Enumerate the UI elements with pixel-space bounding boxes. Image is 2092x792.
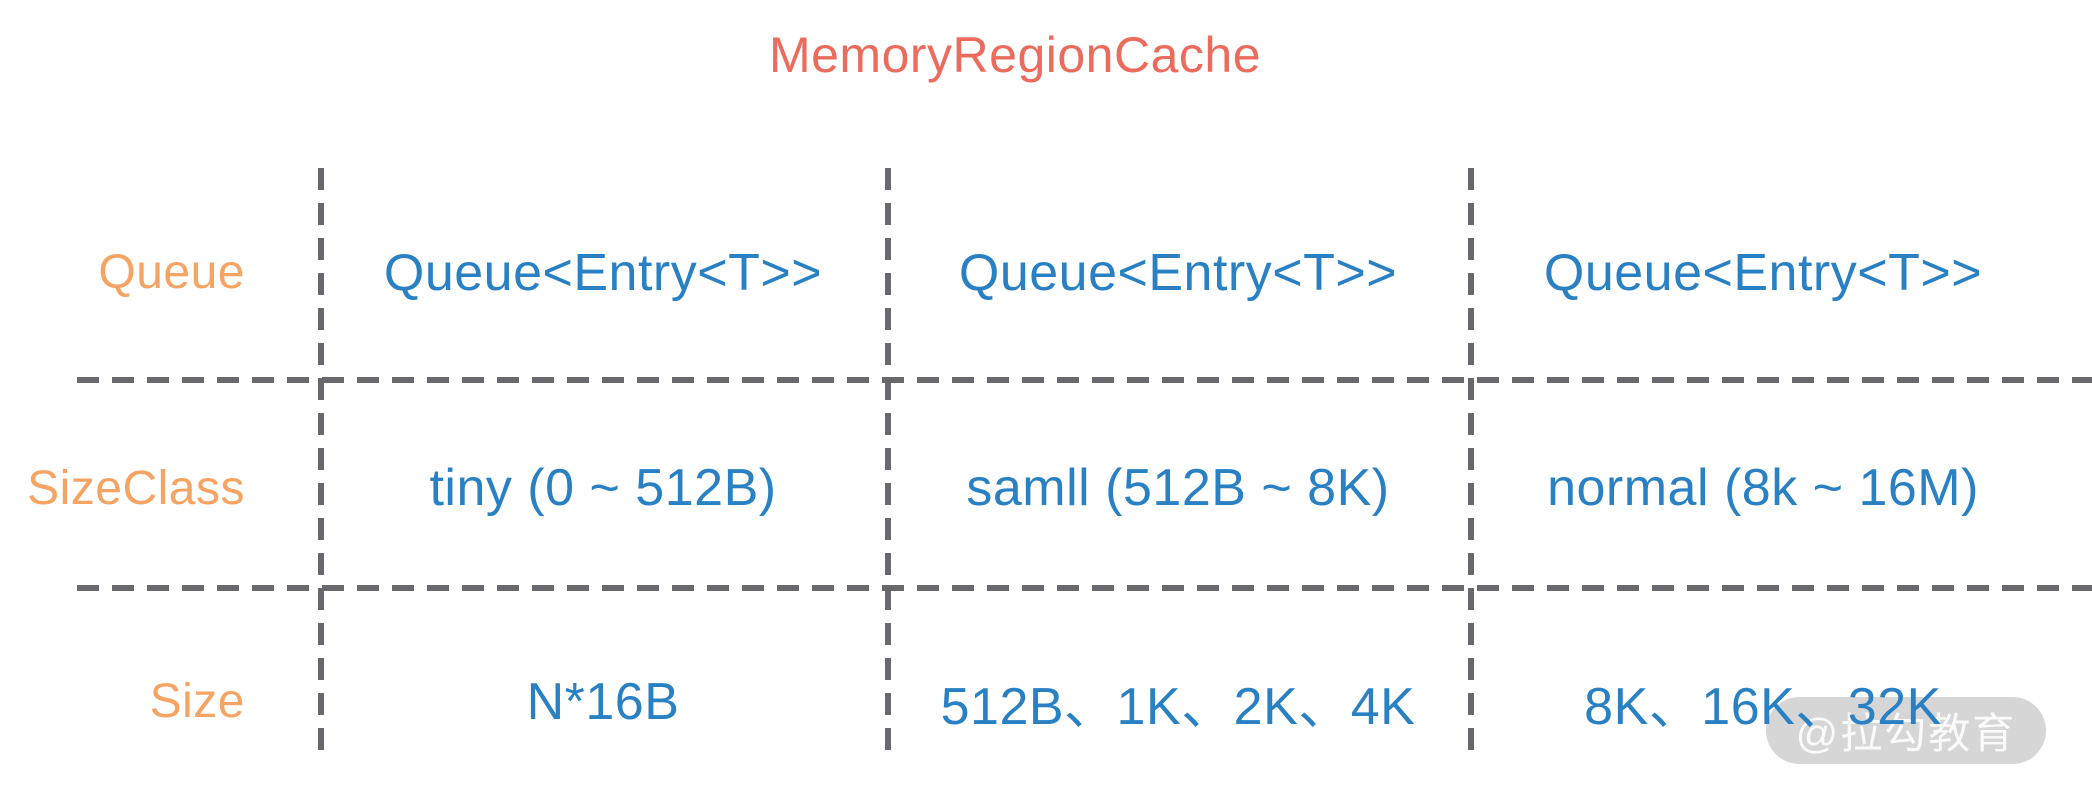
table-cell-queue-tiny: Queue<Entry<T>> <box>383 243 823 302</box>
vertical-dashed-divider-3 <box>1468 168 1474 762</box>
vertical-dashed-divider-1 <box>318 168 324 762</box>
table-cell-queue-small: Queue<Entry<T>> <box>958 243 1398 302</box>
horizontal-dashed-divider-1 <box>77 377 2092 383</box>
row-label-queue: Queue <box>98 246 245 299</box>
table-cell-size-normal: 8K、16K、32K <box>1584 678 1942 736</box>
table-cell-queue-normal: Queue<Entry<T>> <box>1543 243 1983 302</box>
row-label-sizeclass: SizeClass <box>27 461 245 515</box>
table-cell-sizeclass-normal: normal (8k ~ 16M) <box>1547 459 1979 517</box>
row-label-size: Size <box>149 675 245 728</box>
table-cell-sizeclass-tiny: tiny (0 ~ 512B) <box>429 459 777 517</box>
watermark-text: @拉勾教育 <box>1795 710 2017 757</box>
table-cell-size-small: 512B、1K、2K、4K <box>940 678 1416 736</box>
vertical-dashed-divider-2 <box>885 168 891 762</box>
watermark-pill: @拉勾教育 <box>1766 697 2046 764</box>
horizontal-dashed-divider-2 <box>77 585 2092 591</box>
diagram-title: MemoryRegionCache <box>768 27 1262 83</box>
table-cell-size-tiny: N*16B <box>526 672 680 731</box>
table-cell-sizeclass-small: samll (512B ~ 8K) <box>966 459 1390 517</box>
